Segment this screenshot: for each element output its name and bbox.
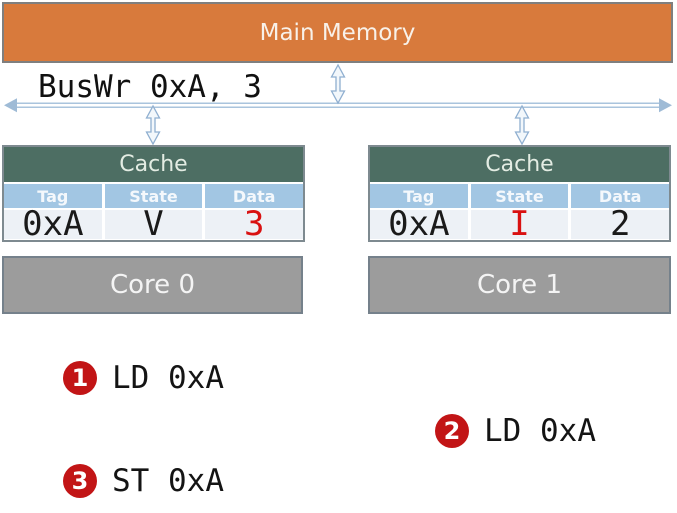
bus-arrowhead-right-icon <box>659 98 672 113</box>
cache-0-column-headers: Tag State Data <box>4 184 304 208</box>
event-3-text: ST 0xA <box>112 463 224 499</box>
cache-0-tag-value: 0xA <box>4 207 102 241</box>
cache-1-col-data: Data <box>571 184 670 208</box>
cache-1-col-tag: Tag <box>370 184 468 208</box>
cache-0-row: 0xA V 3 <box>4 207 304 241</box>
main-memory-label: Main Memory <box>259 19 416 46</box>
cache-1-column-headers: Tag State Data <box>370 184 670 208</box>
core-1-label: Core 1 <box>477 270 562 300</box>
event-1-badge-number: 1 <box>71 364 89 392</box>
bus-transaction-label: BusWr 0xA, 3 <box>38 69 262 105</box>
core-0-label: Core 0 <box>110 270 195 300</box>
event-2-badge-number: 2 <box>443 417 461 445</box>
cache-0-col-data: Data <box>205 184 304 208</box>
cache-1-row: 0xA I 2 <box>370 207 670 241</box>
event-1-badge: 1 <box>63 361 97 395</box>
cache-1-tag-value: 0xA <box>370 207 468 241</box>
cache-0-col-tag: Tag <box>4 184 102 208</box>
cache-0-col-state: State <box>104 184 203 208</box>
cache-0-table: Cache Tag State Data 0xA V 3 <box>2 145 305 242</box>
cache-1-title: Cache <box>370 147 669 182</box>
bus-arrowhead-left-icon <box>4 98 17 113</box>
cache0-bus-connector-arrow <box>145 104 161 146</box>
cache-1-data-value: 2 <box>571 207 670 241</box>
memory-bus-connector-arrow <box>330 63 346 105</box>
event-2-text: LD 0xA <box>484 413 596 449</box>
cache1-bus-connector-arrow <box>514 104 530 146</box>
event-2-badge: 2 <box>435 414 469 448</box>
event-item-2: 2 LD 0xA <box>435 413 596 449</box>
cache-0-title: Cache <box>4 147 303 182</box>
event-item-3: 3 ST 0xA <box>63 463 224 499</box>
cache-1-state-value: I <box>470 207 569 241</box>
event-3-badge-number: 3 <box>71 467 89 495</box>
event-3-badge: 3 <box>63 464 97 498</box>
cache-1-col-state: State <box>470 184 569 208</box>
core-1-box: Core 1 <box>368 256 671 314</box>
event-1-text: LD 0xA <box>112 360 224 396</box>
cache-1-table: Cache Tag State Data 0xA I 2 <box>368 145 671 242</box>
cache-0-data-value: 3 <box>205 207 304 241</box>
cache-0-state-value: V <box>104 207 203 241</box>
event-item-1: 1 LD 0xA <box>63 360 224 396</box>
main-memory-box: Main Memory <box>2 2 673 63</box>
core-0-box: Core 0 <box>2 256 303 314</box>
